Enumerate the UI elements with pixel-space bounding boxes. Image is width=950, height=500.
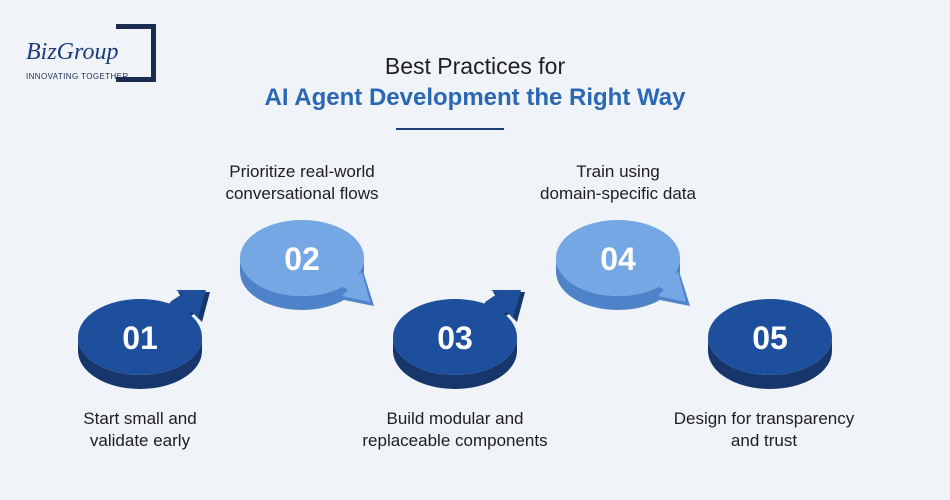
step-02-label-line1: Prioritize real-world — [229, 162, 375, 181]
step-02-label-line2: conversational flows — [225, 184, 379, 203]
step-01-label-line1: Start small and — [83, 409, 197, 428]
step-02-label: Prioritize real-world conversational flo… — [200, 161, 404, 205]
bizgroup-logo: BizGroup INNOVATING TOGETHER — [20, 24, 160, 88]
step-03-label: Build modular and replaceable components — [335, 408, 575, 452]
step-04-label: Train using domain-specific data — [508, 161, 728, 205]
step-04-number: 04 — [600, 241, 636, 277]
step-03-label-line1: Build modular and — [386, 409, 524, 428]
step-03-label-line2: replaceable components — [362, 431, 548, 450]
step-01-disc: 01 — [78, 290, 210, 389]
step-04-disc: 04 — [556, 220, 690, 310]
logo-tagline: INNOVATING TOGETHER — [26, 72, 129, 81]
title-underline — [396, 128, 504, 130]
step-02-number: 02 — [284, 241, 320, 277]
step-04-label-line2: domain-specific data — [540, 184, 696, 203]
step-02-disc: 02 — [240, 220, 374, 310]
step-05-number: 05 — [752, 320, 788, 356]
step-05-disc: 05 — [708, 299, 832, 389]
logo-wordmark: BizGroup — [26, 39, 119, 65]
step-01-label: Start small and validate early — [50, 408, 230, 452]
logo-frame — [116, 24, 156, 82]
step-05-label-line1: Design for transparency — [673, 409, 855, 428]
step-05-label: Design for transparency and trust — [650, 408, 878, 452]
step-04-label-line1: Train using — [576, 162, 660, 181]
step-01-number: 01 — [122, 320, 158, 356]
step-03-number: 03 — [437, 320, 473, 356]
step-05-label-line2: and trust — [730, 431, 798, 450]
page-title-line1: Best Practices for — [384, 53, 566, 79]
step-01-label-line2: validate early — [89, 431, 191, 450]
step-03-disc: 03 — [393, 290, 525, 389]
page-title-line2: AI Agent Development the Right Way — [264, 84, 686, 111]
